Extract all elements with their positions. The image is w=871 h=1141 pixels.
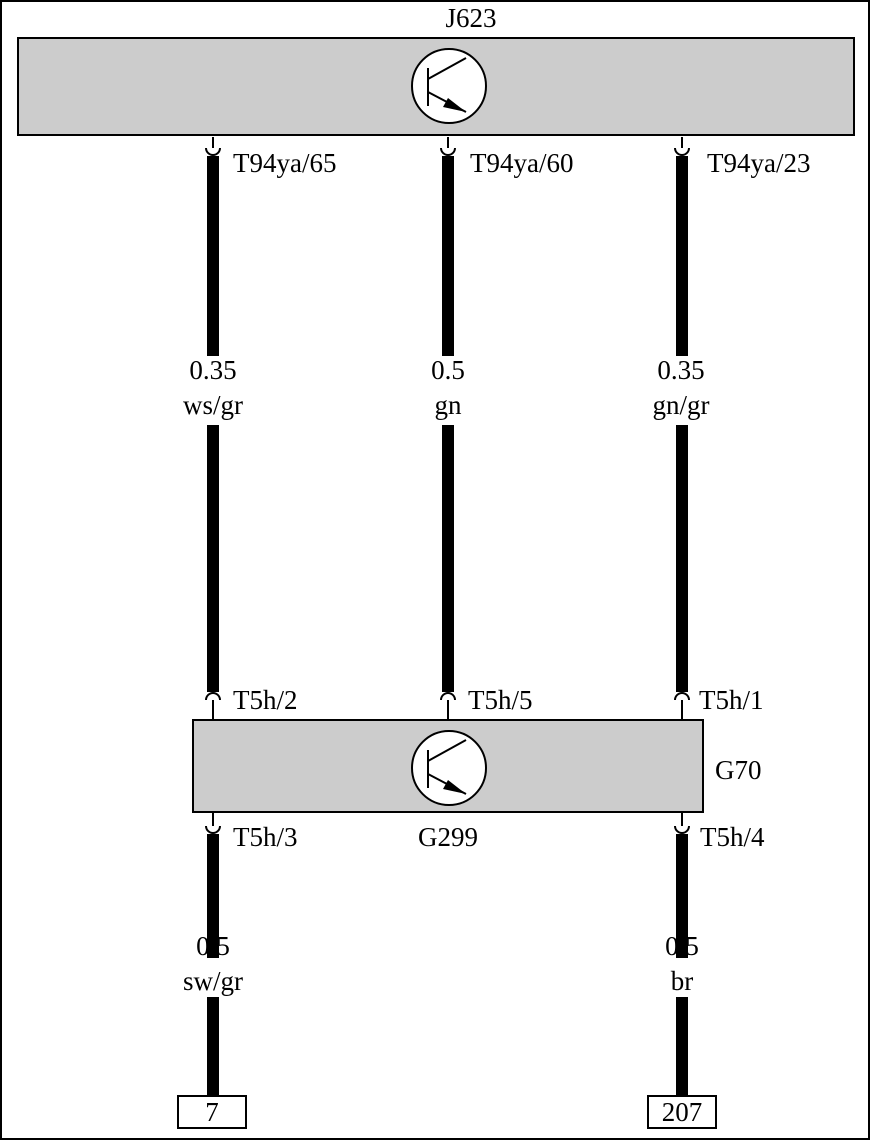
wire-segment [676, 156, 688, 356]
wire-section-label: 0.35 [657, 355, 704, 385]
wire-3: T94ya/23 0.35 gn/gr T5h/1 T5h/4 0.5 br 2… [647, 137, 810, 1129]
connector-icon [674, 813, 690, 834]
pin-label: T5h/1 [699, 685, 764, 715]
wire-color-label: ws/gr [183, 390, 243, 420]
wire-segment [207, 834, 219, 958]
wire-color-label: sw/gr [183, 966, 243, 996]
terminal-box [177, 1095, 247, 1129]
connector-icon [674, 137, 690, 156]
connector-icon [205, 692, 221, 719]
sensor-label-g299: G299 [418, 822, 478, 852]
wire-segment [676, 425, 688, 692]
wire-segment [676, 997, 688, 1097]
wire-section-label: 0.35 [189, 355, 236, 385]
pin-label: T5h/5 [468, 685, 533, 715]
connector-icon [440, 692, 456, 719]
connector-icon [205, 813, 221, 834]
wire-segment [676, 834, 688, 958]
sensor-label-g70: G70 [715, 755, 762, 785]
wire-segment [442, 425, 454, 692]
connector-icon [205, 137, 221, 156]
wire-segment [442, 156, 454, 356]
wire-segment [207, 156, 219, 356]
wire-section-label: 0.5 [196, 931, 230, 961]
terminal-box [647, 1095, 717, 1129]
wire-1: T94ya/65 0.35 ws/gr T5h/2 T5h/3 0.5 sw/g… [177, 137, 336, 1129]
pin-label: T94ya/23 [707, 148, 810, 178]
terminal-label: 7 [205, 1097, 219, 1127]
pin-label: T5h/3 [233, 822, 298, 852]
connector-icon [440, 137, 456, 156]
pin-label: T5h/2 [233, 685, 298, 715]
sensor-transistor-icon [411, 730, 487, 806]
wire-segment [207, 425, 219, 692]
wire-2: T94ya/60 0.5 gn T5h/5 [431, 137, 573, 719]
wire-color-label: gn/gr [653, 390, 710, 420]
wire-section-label: 0.5 [665, 931, 699, 961]
pin-label: T5h/4 [700, 822, 765, 852]
control-unit-label: J623 [445, 3, 496, 33]
wire-section-label: 0.5 [431, 355, 465, 385]
connector-icon [674, 692, 690, 719]
pin-label: T94ya/60 [470, 148, 573, 178]
wire-color-label: br [671, 966, 694, 996]
terminal-label: 207 [662, 1097, 703, 1127]
pin-label: T94ya/65 [233, 148, 336, 178]
wire-color-label: gn [435, 390, 463, 420]
wire-segment [207, 997, 219, 1097]
control-unit-transistor-icon [411, 48, 487, 124]
